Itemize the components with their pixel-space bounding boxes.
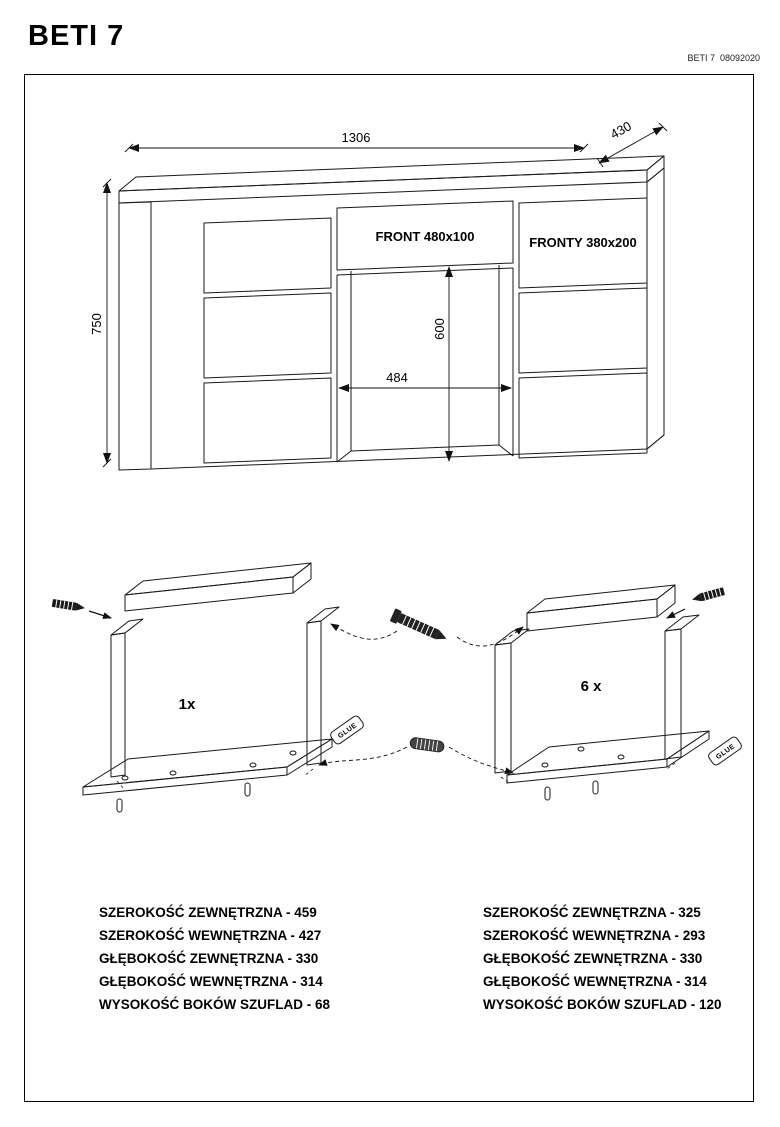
glue-tag: GLUE: [708, 736, 742, 766]
large-drawer-front-panel: [124, 562, 312, 612]
small-drawer-front-panel: [526, 584, 676, 632]
large-drawer-spec-list: SZEROKOŚĆ ZEWNĘTRZNA - 459 SZEROKOŚĆ WEW…: [99, 901, 330, 1016]
dowel-icon: [409, 737, 445, 753]
spec-line: GŁĘBOKOŚĆ WEWNĘTRZNA - 314: [99, 974, 323, 989]
spec-line: SZEROKOŚĆ ZEWNĘTRZNA - 325: [483, 905, 701, 920]
small-drawer-right-side: [664, 614, 700, 760]
dim-inner-width-label: 484: [386, 370, 408, 385]
confirmat-screw-icon: [390, 608, 447, 640]
content-frame: FRONT 480x100 FRONTY 380x200: [24, 74, 754, 1102]
screw-icon: [692, 587, 725, 602]
screw-guide-arrow-right: [456, 626, 524, 647]
screw-icon: [51, 599, 85, 611]
small-drawer-spec-list: SZEROKOŚĆ ZEWNĘTRZNA - 325 SZEROKOŚĆ WEW…: [483, 901, 722, 1016]
kneehole-opening: [336, 265, 514, 463]
small-drawer-left-side: [494, 628, 530, 774]
dowel-guide-arrow-left: [318, 746, 408, 766]
screw-arrow: [88, 610, 112, 619]
spec-line: WYSOKOŚĆ BOKÓW SZUFLAD - 68: [99, 997, 331, 1012]
spec-line: GŁĘBOKOŚĆ WEWNĘTRZNA - 314: [483, 974, 707, 989]
small-drawer-bottom-board: [506, 730, 710, 801]
spec-line: SZEROKOŚĆ WEWNĘTRZNA - 427: [99, 928, 322, 943]
center-front-label: FRONT 480x100: [376, 229, 475, 244]
dim-depth-label: 430: [608, 118, 634, 142]
spec-line: GŁĘBOKOŚĆ ZEWNĘTRZNA - 330: [99, 951, 319, 966]
large-drawer-count-label: 1x: [179, 696, 196, 713]
small-drawer-assembly: [494, 584, 710, 801]
desk-top-panel: [118, 155, 665, 204]
left-pedestal-drawers: [203, 217, 332, 464]
desk-left-side-panel: [118, 201, 152, 471]
spec-line: GŁĘBOKOŚĆ ZEWNĘTRZNA - 330: [483, 951, 703, 966]
desk-right-side-panel: [646, 167, 665, 450]
side-fronts-label: FRONTY 380x200: [529, 235, 636, 250]
spec-line: SZEROKOŚĆ WEWNĘTRZNA - 293: [483, 928, 706, 943]
center-drawer-front: [336, 200, 514, 271]
spec-line: WYSOKOŚĆ BOKÓW SZUFLAD - 120: [483, 997, 722, 1012]
dimension-lines: [102, 122, 668, 468]
dim-width-label: 1306: [342, 130, 371, 145]
glue-tag: GLUE: [330, 715, 364, 745]
dimension-height: [102, 178, 112, 468]
desk-bottom-edge: [150, 448, 648, 470]
right-pedestal-drawers: [518, 197, 648, 459]
dimension-depth: [596, 122, 668, 168]
small-drawer-count-label: 6 x: [581, 678, 603, 695]
large-drawer-assembly: [82, 562, 340, 813]
dim-inner-height-label: 600: [432, 318, 447, 340]
spec-line: SZEROKOŚĆ ZEWNĘTRZNA - 459: [99, 905, 317, 920]
screw-guide-arrow-left: [330, 623, 398, 640]
dim-height-label: 750: [89, 313, 104, 335]
doc-code: BETI 7 08092020: [687, 53, 760, 63]
large-drawer-left-side: [110, 618, 144, 778]
dimension-width: [124, 143, 589, 153]
desk-drawing: [118, 155, 665, 471]
page-title: BETI 7: [28, 20, 125, 52]
dowel-guide-arrow-right: [448, 746, 514, 775]
technical-drawing: FRONT 480x100 FRONTY 380x200: [51, 118, 742, 813]
large-drawer-bottom-board: [82, 738, 333, 813]
screw-arrow: [666, 608, 686, 619]
